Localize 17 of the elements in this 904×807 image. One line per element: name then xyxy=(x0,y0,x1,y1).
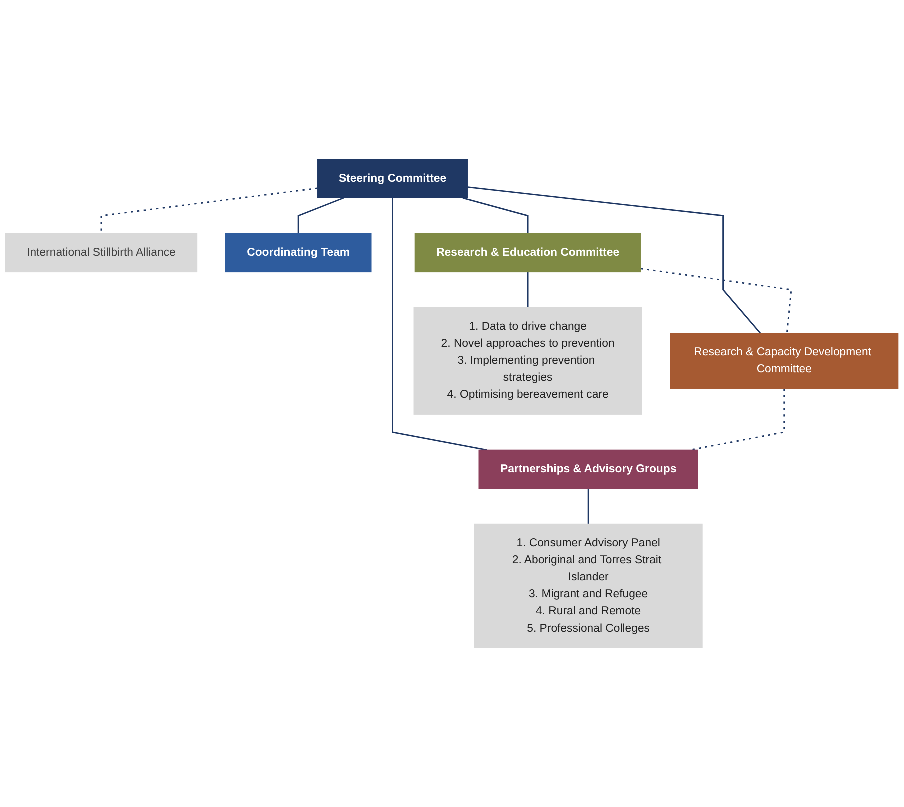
node-box: Coordinating Team xyxy=(225,232,372,272)
connector xyxy=(690,388,786,450)
node-box: 1. Data to drive change 2. Novel approaches to prevention 3. Implementing prevention strategies 4. Optimising bereavement care xyxy=(414,307,642,415)
node-box: Research & Education Committee xyxy=(414,232,642,272)
node-box: International Stillbirth Alliance xyxy=(5,232,198,272)
connector xyxy=(527,272,529,308)
connector xyxy=(462,197,529,234)
connector xyxy=(640,268,792,334)
node-box: Steering Committee xyxy=(317,158,468,198)
connector xyxy=(392,198,488,450)
node-box: Partnerships & Advisory Groups xyxy=(478,449,698,489)
node-box: 1. Consumer Advisory Panel 2. Aboriginal and Torres Strait Islander 3. Migrant and Refugee 4. Rural and Remote 5. Professional Colleges xyxy=(474,523,703,648)
node-box: Research & Capacity Development Committee xyxy=(670,332,899,389)
connector xyxy=(100,187,318,234)
connector xyxy=(468,186,762,334)
connector xyxy=(298,197,344,234)
connector xyxy=(588,488,590,524)
